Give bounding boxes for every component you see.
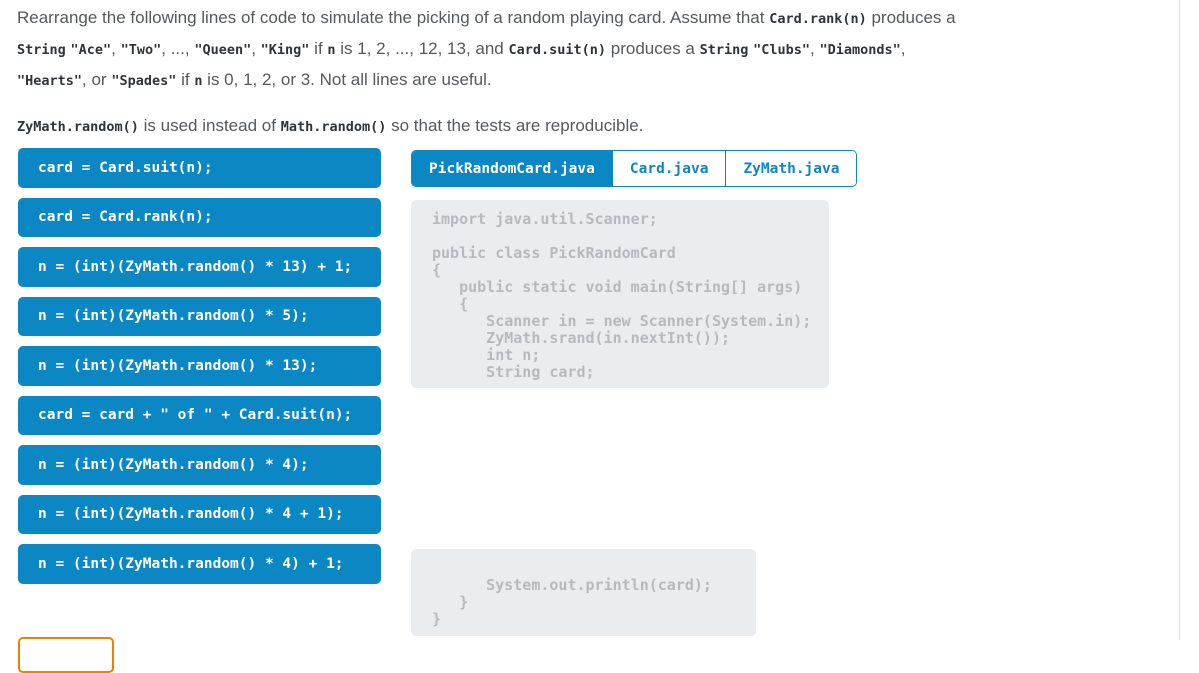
draggable-code-block-5[interactable]: n = (int)(ZyMath.random() * 13); (18, 346, 381, 386)
text-run: if (309, 39, 328, 58)
draggable-code-block-9[interactable]: n = (int)(ZyMath.random() * 4) + 1; (18, 544, 381, 584)
page-right-gutter (1179, 0, 1199, 640)
draggable-code-block-6[interactable]: card = card + " of " + Card.suit(n); (18, 395, 381, 435)
text-run: , or (82, 70, 112, 89)
tab-zymath-java[interactable]: ZyMath.java (725, 151, 857, 186)
draggable-code-block-2[interactable]: card = Card.rank(n); (18, 197, 381, 237)
draggable-code-block-3[interactable]: n = (int)(ZyMath.random() * 13) + 1; (18, 247, 381, 287)
inline-code: String (17, 42, 66, 58)
inline-code: "Two" (120, 42, 162, 58)
tab-pickrandomcard-java[interactable]: PickRandomCard.java (412, 151, 612, 186)
inline-code: Math.random() (280, 119, 387, 135)
inline-code: "Queen" (194, 42, 252, 58)
inline-code: Card.suit(n) (508, 42, 607, 58)
draggable-code-block-4[interactable]: n = (int)(ZyMath.random() * 5); (18, 296, 381, 336)
inline-code: n (194, 73, 203, 89)
inline-code: "Clubs" (753, 42, 811, 58)
check-button[interactable] (18, 637, 114, 673)
text-run: , (810, 39, 820, 58)
text-run: , ..., (161, 39, 195, 58)
text-run: is 0, 1, 2, or 3. Not all lines are usef… (202, 70, 492, 89)
text-run: is used instead of (138, 116, 281, 135)
draggable-code-block-1[interactable]: card = Card.suit(n); (18, 148, 381, 188)
text-run: , (111, 39, 121, 58)
inline-code: String (699, 42, 749, 58)
tab-card-java[interactable]: Card.java (611, 151, 726, 186)
text-run: , (251, 39, 261, 58)
draggable-code-block-7[interactable]: n = (int)(ZyMath.random() * 4); (18, 445, 381, 485)
text-run: produces a (866, 8, 956, 27)
inline-code: Card.rank(n) (769, 11, 867, 27)
draggable-code-block-8[interactable]: n = (int)(ZyMath.random() * 4 + 1); (18, 494, 381, 534)
text-run: , (900, 39, 906, 58)
inline-code: "Diamonds" (819, 42, 901, 58)
text-run: if (176, 70, 195, 89)
text-run: produces a (606, 39, 700, 58)
solution-drop-zone[interactable] (411, 392, 829, 545)
text-run: Rearrange the following lines of code to… (17, 8, 770, 27)
instruction-paragraph-1: Rearrange the following lines of code to… (17, 3, 1179, 96)
code-block-palette: card = Card.suit(n); card = Card.rank(n);… (18, 148, 381, 594)
readonly-code-region-top: import java.util.Scanner; public class P… (411, 200, 829, 388)
inline-code: "Ace" (70, 42, 112, 58)
inline-code: n (327, 42, 336, 58)
inline-code: "Hearts" (17, 73, 83, 89)
inline-code: "King" (260, 42, 310, 58)
text-run: so that the tests are reproducible. (386, 116, 644, 135)
readonly-code-region-bottom: System.out.println(card); } } (411, 549, 756, 636)
inline-code: ZyMath.random() (17, 119, 139, 135)
text-run: is 1, 2, ..., 12, 13, and (335, 39, 509, 58)
code-text-top: import java.util.Scanner; public class P… (432, 210, 812, 381)
instruction-paragraph-2: ZyMath.random() is used instead of Math.… (17, 111, 1179, 142)
code-text-bottom: System.out.println(card); } } (432, 576, 712, 628)
inline-code: "Spades" (111, 73, 177, 89)
instructions: Rearrange the following lines of code to… (17, 3, 1179, 157)
